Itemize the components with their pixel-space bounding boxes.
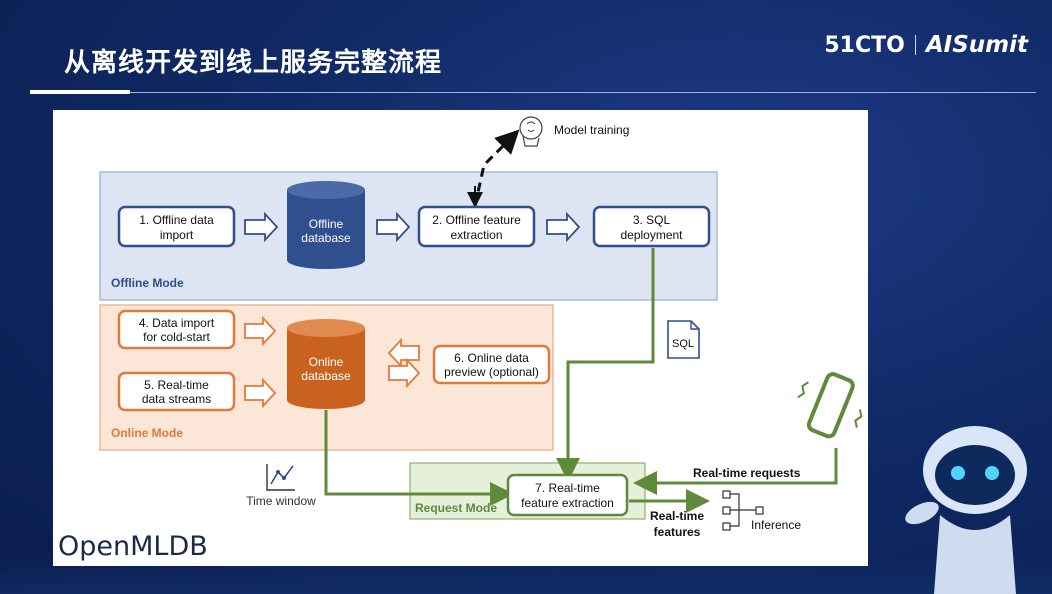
hollow-arrow-icon: [244, 211, 279, 243]
streams-line2: data streams: [142, 392, 211, 406]
sql-file-icon: SQL: [667, 320, 700, 359]
sql-file-label: SQL: [672, 338, 694, 350]
hollow-arrow-left-icon: [387, 337, 420, 369]
offline-import-line1: 1. Offline data: [139, 213, 214, 227]
sql-deploy-line1: 3. SQL: [633, 213, 671, 227]
inference-model-icon: [722, 490, 764, 531]
hollow-arrow-icon: [546, 211, 581, 243]
online-db-to-request-connector: [324, 410, 514, 506]
realtime-feature-extraction-box: 7. Real-time feature extraction: [506, 473, 629, 517]
offline-feature-extraction-box: 2. Offline feature extraction: [417, 205, 536, 248]
online-db-line2: database: [301, 369, 351, 383]
realtime-data-streams-box: 5. Real-time data streams: [117, 371, 236, 412]
offline-db-line1: Offline: [309, 217, 344, 231]
realtime-requests-connector: [633, 448, 838, 495]
hollow-arrow-right-icon: [388, 357, 421, 389]
title-divider: [30, 92, 1036, 93]
time-window-chart-icon: [266, 464, 295, 491]
pipeline-diagram: Offline Mode Online Mode Request Mode Mo…: [58, 116, 863, 562]
sql-deploy-line2: deployment: [620, 228, 683, 242]
online-data-preview-box: 6. Online data preview (optional): [432, 344, 551, 385]
preview-line1: 6. Online data: [454, 351, 529, 365]
online-db-line1: Online: [309, 355, 344, 369]
hollow-arrow-icon: [244, 377, 277, 409]
brain-head-icon: [519, 116, 543, 147]
brand-aisumit: AISumit: [925, 32, 1028, 58]
sql-deployment-box: 3. SQL deployment: [592, 205, 711, 248]
robot-mascot-icon: [905, 426, 1027, 594]
model-training-label: Model training: [554, 123, 629, 137]
offline-db-line2: database: [301, 231, 351, 245]
brand-51cto: 51CTO: [824, 32, 905, 58]
realtime-features-line1: Real-time: [650, 509, 704, 523]
offline-data-import-box: 1. Offline data import: [117, 205, 236, 248]
time-window-label: Time window: [246, 494, 316, 508]
smartphone-icon: [797, 372, 863, 439]
cold-start-line1: 4. Data import: [139, 316, 215, 330]
title-accent-bar: [30, 90, 130, 94]
online-mode-label: Online Mode: [111, 426, 183, 440]
openmldb-logo: OpenMLDB: [58, 531, 208, 562]
offline-feature-line1: 2. Offline feature: [432, 213, 521, 227]
streams-line1: 5. Real-time: [144, 378, 209, 392]
realtime-features-line2: features: [654, 525, 701, 539]
hollow-arrow-icon: [244, 315, 277, 347]
hollow-arrow-icon: [376, 211, 411, 243]
offline-import-line2: import: [160, 228, 194, 242]
page-title: 从离线开发到线上服务完整流程: [64, 48, 443, 78]
sql-to-request-connector: [556, 248, 655, 482]
rt-feature-line2: feature extraction: [521, 496, 614, 510]
request-mode-label: Request Mode: [415, 501, 497, 515]
preview-line2: preview (optional): [444, 365, 539, 379]
inference-label: Inference: [751, 518, 801, 532]
online-database-cylinder: Online database: [287, 319, 365, 409]
cold-start-line2: for cold-start: [143, 330, 210, 344]
offline-database-cylinder: Offline database: [287, 181, 365, 269]
realtime-requests-label: Real-time requests: [693, 466, 801, 480]
brand-logos: 51CTO AISumit: [824, 30, 1028, 60]
cold-start-import-box: 4. Data import for cold-start: [117, 309, 236, 350]
model-training-arrow: [473, 129, 520, 207]
rt-feature-line1: 7. Real-time: [535, 481, 600, 495]
offline-mode-label: Offline Mode: [111, 276, 184, 290]
offline-feature-line2: extraction: [450, 228, 502, 242]
brand-separator: [914, 35, 916, 55]
diagram-panel: Offline Mode Online Mode Request Mode Mo…: [53, 110, 868, 566]
